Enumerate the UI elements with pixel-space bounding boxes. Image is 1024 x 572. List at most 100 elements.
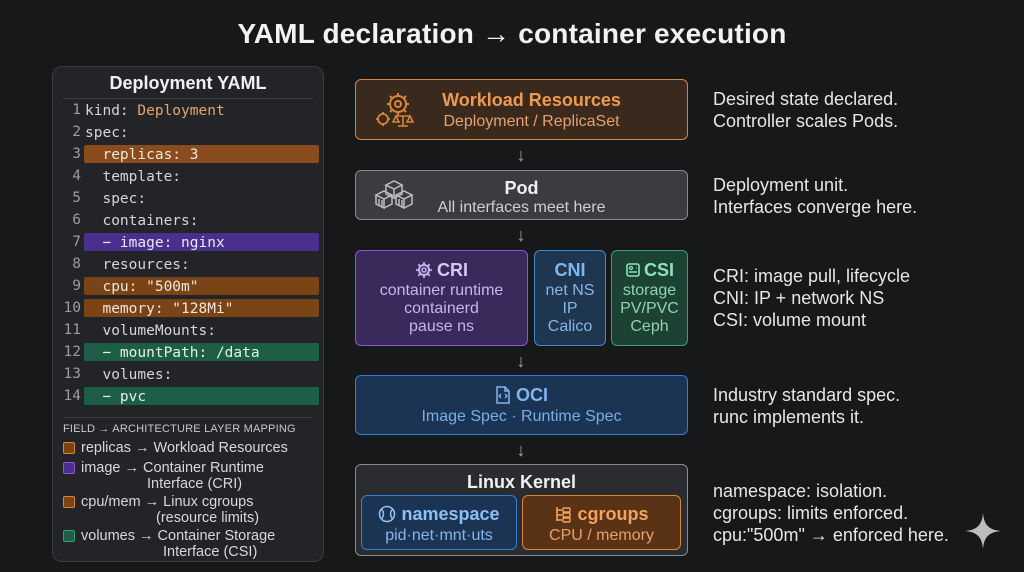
sparkle-icon bbox=[964, 512, 1002, 555]
code-text: − mountPath: /data bbox=[85, 345, 260, 361]
csi-line: PV/PVC bbox=[620, 300, 679, 317]
pod-cubes-icon bbox=[372, 179, 416, 218]
swatch-csi bbox=[63, 530, 75, 542]
code-text: cpu: "500m" bbox=[85, 279, 199, 295]
arrow-down-icon: ↓ bbox=[516, 440, 526, 460]
workload-title: Workload Resources bbox=[442, 90, 621, 110]
line-number: 2 bbox=[72, 124, 81, 140]
code-line: 13 volumes: bbox=[61, 364, 319, 384]
yaml-panel-title: Deployment YAML bbox=[109, 73, 267, 93]
code-text: containers: bbox=[85, 213, 199, 229]
cgroups-title-row: cgroups bbox=[523, 504, 680, 528]
line-number: 3 bbox=[72, 146, 81, 162]
line-number: 8 bbox=[72, 256, 81, 272]
pod-box: Pod All interfaces meet here bbox=[355, 170, 688, 220]
mapping-text-continued: Interface (CRI) bbox=[147, 476, 243, 492]
mapping-text: replicas → Workload Resources bbox=[81, 440, 288, 456]
gear-icon bbox=[415, 261, 433, 284]
yaml-panel: Deployment YAML 1 kind: Deployment 2 spe… bbox=[52, 66, 324, 562]
workload-gears-icon bbox=[372, 88, 416, 137]
pod-subtitle: All interfaces meet here bbox=[437, 199, 606, 216]
line-number: 12 bbox=[63, 344, 81, 360]
arrow-down-icon: ↓ bbox=[516, 225, 526, 245]
line-number: 11 bbox=[63, 322, 81, 338]
note-line: namespace: isolation. bbox=[713, 481, 888, 501]
code-line-highlighted: 7 − image: nginx bbox=[61, 232, 319, 252]
note-oci: Industry standard spec. runc implements … bbox=[713, 384, 900, 428]
line-number: 6 bbox=[72, 212, 81, 228]
csi-title: CSI bbox=[643, 260, 674, 280]
namespace-title: namespace bbox=[401, 504, 500, 524]
code-line: 11 volumeMounts: bbox=[61, 320, 319, 340]
storage-icon bbox=[625, 262, 641, 283]
cni-box: CNI net NS IP Calico bbox=[534, 250, 606, 346]
csi-line: Ceph bbox=[630, 318, 669, 335]
code-line: 4 template: bbox=[61, 166, 319, 186]
note-workload: Desired state declared. Controller scale… bbox=[713, 88, 898, 132]
line-number: 14 bbox=[63, 388, 81, 404]
code-text: resources: bbox=[85, 257, 190, 273]
code-text: template: bbox=[85, 169, 182, 185]
namespace-title-row: namespace bbox=[362, 504, 516, 528]
note-line: runc implements it. bbox=[713, 407, 865, 427]
line-number: 4 bbox=[72, 168, 81, 184]
code-line-highlighted: 12 − mountPath: /data bbox=[61, 342, 319, 362]
oci-subtitle: Image Spec · Runtime Spec bbox=[421, 408, 622, 425]
line-number: 1 bbox=[72, 102, 81, 118]
code-line: 5 spec: bbox=[61, 188, 319, 208]
note-interfaces: CRI: image pull, lifecycle CNI: IP + net… bbox=[713, 265, 910, 331]
namespace-subtitle: pid·net·mnt·uts bbox=[385, 527, 493, 544]
yaml-kind-value: Deployment bbox=[128, 103, 225, 119]
note-kernel: namespace: isolation. cgroups: limits en… bbox=[713, 480, 949, 546]
note-line: CRI: image pull, lifecycle bbox=[713, 266, 911, 286]
code-text: spec: bbox=[85, 125, 129, 141]
highlight-cgroups bbox=[84, 277, 319, 295]
code-line: 1 kind: Deployment bbox=[61, 100, 319, 120]
note-line: Controller scales Pods. bbox=[713, 111, 899, 131]
cni-title: CNI bbox=[554, 260, 586, 280]
workload-subtitle: Deployment / ReplicaSet bbox=[443, 113, 620, 130]
line-number: 7 bbox=[72, 234, 81, 250]
pod-title: Pod bbox=[504, 178, 539, 198]
kernel-title: Linux Kernel bbox=[466, 472, 577, 492]
cri-title-row: CRI bbox=[356, 260, 527, 284]
code-line-highlighted: 3 replicas: 3 bbox=[61, 144, 319, 164]
highlight-csi bbox=[84, 387, 319, 405]
line-number: 10 bbox=[63, 300, 81, 316]
arrow-down-icon: ↓ bbox=[516, 351, 526, 371]
code-text: − pvc bbox=[85, 389, 147, 405]
cni-line: net NS bbox=[545, 282, 595, 299]
code-line-highlighted: 14 − pvc bbox=[61, 386, 319, 406]
arrow-down-icon: ↓ bbox=[516, 145, 526, 165]
cgroups-title: cgroups bbox=[577, 504, 649, 524]
note-line: CSI: volume mount bbox=[713, 310, 867, 330]
note-line: cpu:"500m" → enforced here. bbox=[713, 525, 949, 545]
divider bbox=[63, 417, 313, 418]
divider bbox=[63, 98, 313, 99]
code-line: 2 spec: bbox=[61, 122, 319, 142]
code-line-highlighted: 9 cpu: "500m" bbox=[61, 276, 319, 296]
csi-title-row: CSI bbox=[612, 260, 687, 283]
code-text: replicas: 3 bbox=[85, 147, 199, 163]
cri-line: containerd bbox=[404, 300, 479, 317]
code-text: memory: "128Mi" bbox=[85, 301, 234, 317]
note-line: CNI: IP + network NS bbox=[713, 288, 885, 308]
swatch-cri bbox=[63, 462, 75, 474]
oci-box: OCI Image Spec · Runtime Spec bbox=[355, 375, 688, 435]
line-number: 13 bbox=[63, 366, 81, 382]
highlight-workload bbox=[84, 145, 319, 163]
code-text: volumeMounts: bbox=[85, 323, 216, 339]
note-line: cgroups: limits enforced. bbox=[713, 503, 909, 523]
isolation-icon bbox=[378, 505, 396, 528]
oci-title: OCI bbox=[515, 385, 548, 405]
oci-title-row: OCI bbox=[356, 385, 687, 409]
mapping-text: volumes → Container Storage bbox=[81, 528, 276, 544]
code-line: 6 containers: bbox=[61, 210, 319, 230]
page-title: YAML declaration → container execution bbox=[237, 18, 787, 49]
note-line: Interfaces converge here. bbox=[713, 197, 918, 217]
line-number: 9 bbox=[72, 278, 81, 294]
code-text: − image: nginx bbox=[85, 235, 225, 251]
linux-kernel-box: Linux Kernel namespace pid·net·mnt·uts c… bbox=[355, 464, 688, 556]
code-file-icon bbox=[495, 386, 511, 409]
mapping-text: cpu/mem → Linux cgroups bbox=[81, 494, 254, 510]
